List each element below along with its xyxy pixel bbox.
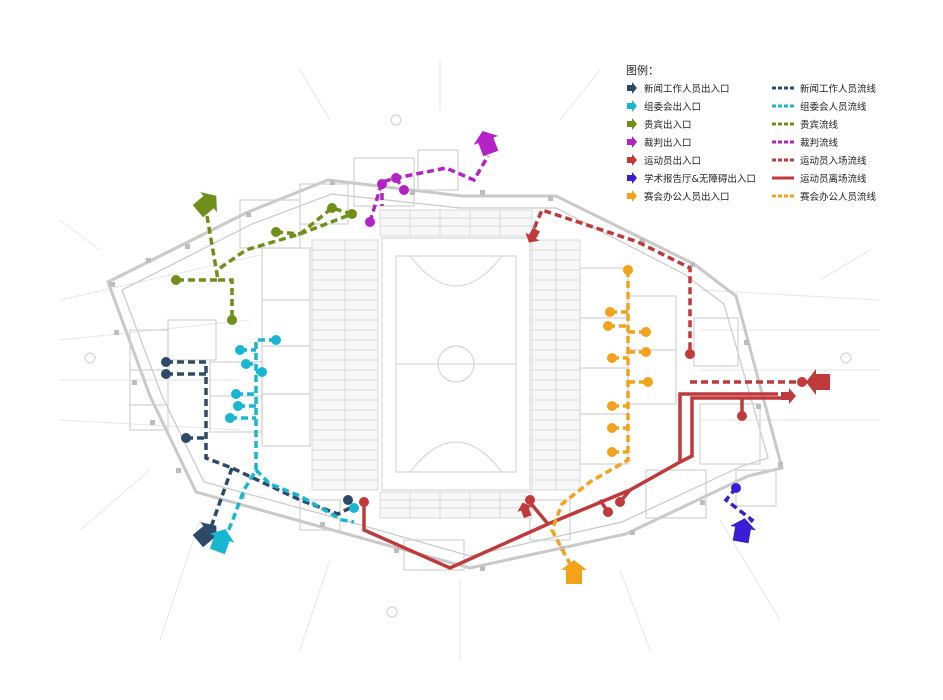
press-entrance-arrow-icon [192,522,217,548]
structural-columns [110,180,783,571]
legend-flow-athlete-exit: 运动员离场流线 [772,170,867,186]
legend-label: 贵宾流线 [800,120,839,131]
vip-entrance-arrow-icon [192,192,217,218]
entrance-arrow-icon [627,154,637,166]
entrance-arrow-icon [627,190,637,202]
legend-label: 裁判出入口 [644,138,692,149]
legend-label: 组委会出入口 [644,102,702,113]
flow-nodes [161,173,807,517]
court [381,237,531,491]
entrance-arrow-icon [627,136,637,148]
entrance-arrow-icon [627,82,637,94]
south-seating-block [379,491,533,519]
legend-entrance-referee: 裁判出入口 [626,134,692,150]
north-seating-block [379,209,533,237]
legend-entrance-office: 赛会办公人员出入口 [626,188,730,204]
dashed-line-swatch-icon [772,158,794,162]
athlete-nodes [359,349,807,517]
athlete-exit-arrow-icon [781,388,796,404]
legend-label: 赛会办公人员流线 [800,192,877,203]
vip-flow [176,206,353,322]
dashed-line-swatch-icon [772,194,794,198]
arena [311,209,581,519]
legend-entrance-athlete: 运动员出入口 [626,152,701,168]
legend-flow-athlete-entry: 运动员入场流线 [772,152,867,168]
legend-label: 裁判流线 [800,138,839,149]
athlete-entry-arrow-icon [525,227,540,243]
entrance-arrow-icon [627,100,637,112]
legend-label: 学术报告厅&无障碍出入口 [644,174,756,185]
legend-label: 新闻工作人员出入口 [644,84,730,95]
dashed-line-swatch-icon [772,104,794,108]
legend-flow-office: 赛会办公人员流线 [772,188,876,204]
legend-label: 赛会办公人员出入口 [644,192,730,203]
legend-entrance-vip: 贵宾出入口 [626,116,692,132]
athlete-exit-arrow-2-icon [517,502,533,519]
legend-label: 运动员出入口 [644,156,702,167]
east-seating-block [531,239,581,491]
entrance-arrows [192,130,830,584]
referee-nodes [365,173,409,227]
dashed-line-swatch-icon [772,140,794,144]
dashed-line-swatch-icon [772,122,794,126]
legend-label: 运动员入场流线 [800,156,867,167]
legend-flow-referee: 裁判流线 [772,134,838,150]
legend-label: 贵宾出入口 [644,120,692,131]
legend-label: 运动员离场流线 [800,174,867,185]
legend: 图例： 新闻工作人员出入口 组委会出入口 贵宾出入口 裁判出入口 运动员出入口 … [626,62,926,212]
office-entrance-arrow-icon [561,560,587,584]
accessible-nodes [731,483,741,493]
legend-flow-committee: 组委会人员流线 [772,98,867,114]
axis-grid [59,60,881,660]
legend-entrance-accessible: 学术报告厅&无障碍出入口 [626,170,756,186]
legend-title: 图例： [626,64,659,77]
legend-label: 组委会人员流线 [800,102,867,113]
committee-nodes [225,335,359,513]
entrance-arrow-icon [627,172,637,184]
solid-line-swatch-icon [772,176,794,180]
vip-nodes [171,203,357,325]
accessible-entrance-arrow-icon [730,518,756,544]
legend-entrance-press: 新闻工作人员出入口 [626,80,730,96]
entrance-arrow-icon [627,118,637,130]
athlete-entrance-arrow-icon [806,369,830,395]
axis-markers [84,114,852,618]
committee-entrance-arrow-icon [209,528,235,555]
west-seating-block [311,239,379,491]
press-nodes [161,357,353,505]
legend-flow-press: 新闻工作人员流线 [772,80,876,96]
legend-entrance-committee: 组委会出入口 [626,98,701,114]
legend-label: 新闻工作人员流线 [800,84,877,95]
referee-entrance-arrow-icon [473,130,499,157]
dashed-line-swatch-icon [772,86,794,90]
legend-flow-vip: 贵宾流线 [772,116,838,132]
office-nodes [603,265,653,457]
